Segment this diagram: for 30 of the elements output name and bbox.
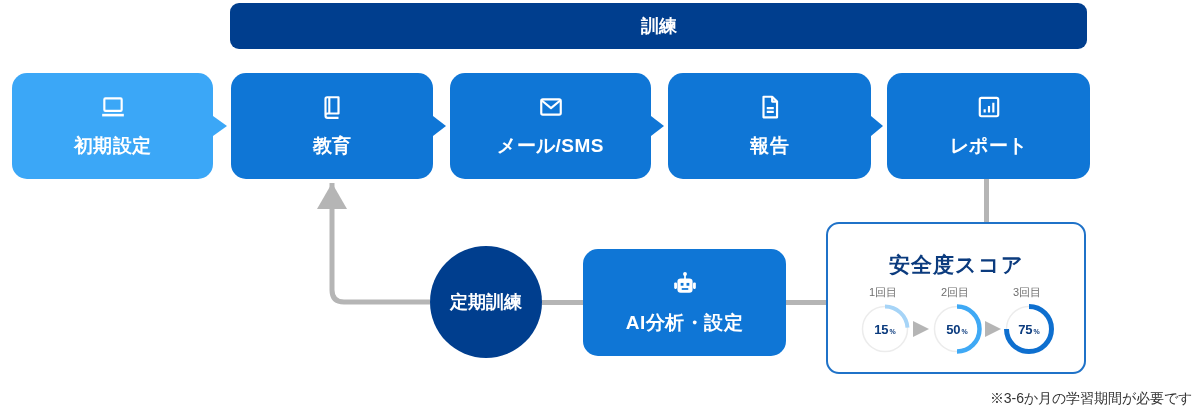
process-box (668, 73, 871, 179)
chevron-arrow (985, 321, 1001, 337)
round-label: 2回目 (940, 286, 970, 299)
chevron-arrow (433, 116, 446, 136)
process-circle: 定期訓練 (430, 246, 542, 358)
step-label: AI分析・設定 (625, 310, 744, 335)
round-label: 3回目 (1012, 286, 1042, 299)
arrow (317, 183, 430, 305)
process-box (450, 73, 651, 179)
process-box (583, 249, 786, 356)
connector-line (786, 300, 826, 305)
round-label: 1回目 (868, 286, 898, 299)
step-label: メール/SMS (497, 134, 604, 158)
chevron-arrow (651, 116, 664, 136)
step-label: 報告 (750, 134, 789, 158)
chevron-arrow (213, 116, 227, 136)
card-title: 安全度スコア (888, 252, 1024, 278)
section-banner: 訓練 (230, 3, 1087, 49)
process-box (12, 73, 213, 179)
step-label: レポート (949, 134, 1028, 158)
step-label: 初期設定 (73, 134, 152, 158)
process-box (231, 73, 433, 179)
score-card (826, 222, 1086, 374)
step-label: 教育 (312, 134, 352, 158)
chevron-arrow (871, 116, 883, 136)
chevron-arrow (913, 321, 929, 337)
connector-line (984, 179, 989, 222)
connector-line (542, 300, 583, 305)
process-box (887, 73, 1090, 179)
footnote: ※3-6か月の学習期間が必要です (989, 389, 1192, 407)
